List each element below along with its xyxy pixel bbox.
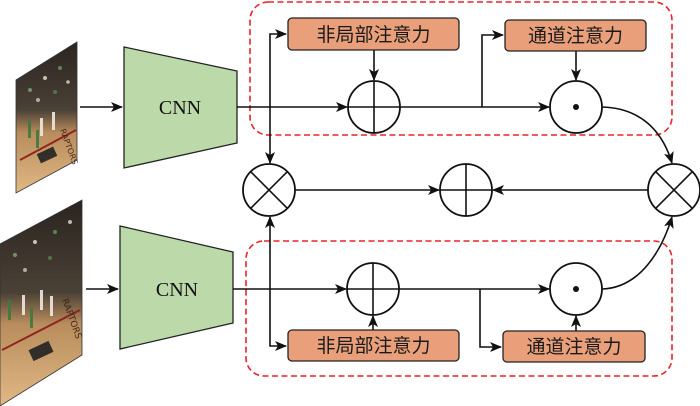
fusion-add-operator bbox=[439, 163, 493, 217]
bottom-channel-attention-label: 通道注意力 bbox=[526, 336, 621, 358]
bottom-non-local-attention-label: 非局部注意力 bbox=[316, 335, 430, 357]
left-cross-multiply-operator bbox=[242, 163, 296, 217]
top-cnn-label: CNN bbox=[159, 97, 201, 119]
bottom-elementwise-multiply-operator bbox=[549, 262, 603, 316]
bottom-input-frame: RAPTORS bbox=[0, 199, 83, 406]
top-elementwise-multiply-operator bbox=[549, 80, 603, 134]
bottom-channel-attention-box: 通道注意力 bbox=[502, 330, 646, 363]
top-channel-attention-box: 通道注意力 bbox=[504, 19, 647, 52]
bottom-add-operator bbox=[346, 262, 400, 316]
bottom-stream-connections bbox=[233, 216, 674, 352]
top-attention-group bbox=[249, 1, 673, 136]
top-cnn-block: CNN bbox=[123, 46, 238, 169]
top-input-frame: RAPTORS bbox=[15, 41, 79, 194]
top-stream-connections bbox=[237, 29, 674, 164]
bottom-attention-group bbox=[245, 240, 673, 377]
top-add-operator bbox=[347, 80, 401, 134]
bottom-non-local-attention-box: 非局部注意力 bbox=[287, 329, 460, 362]
right-cross-multiply-operator bbox=[647, 163, 700, 217]
bottom-cnn-label: CNN bbox=[156, 279, 198, 301]
top-non-local-attention-label: 非局部注意力 bbox=[316, 24, 430, 46]
top-channel-attention-label: 通道注意力 bbox=[528, 25, 623, 47]
top-non-local-attention-box: 非局部注意力 bbox=[287, 17, 460, 51]
bottom-cnn-block: CNN bbox=[119, 225, 234, 350]
